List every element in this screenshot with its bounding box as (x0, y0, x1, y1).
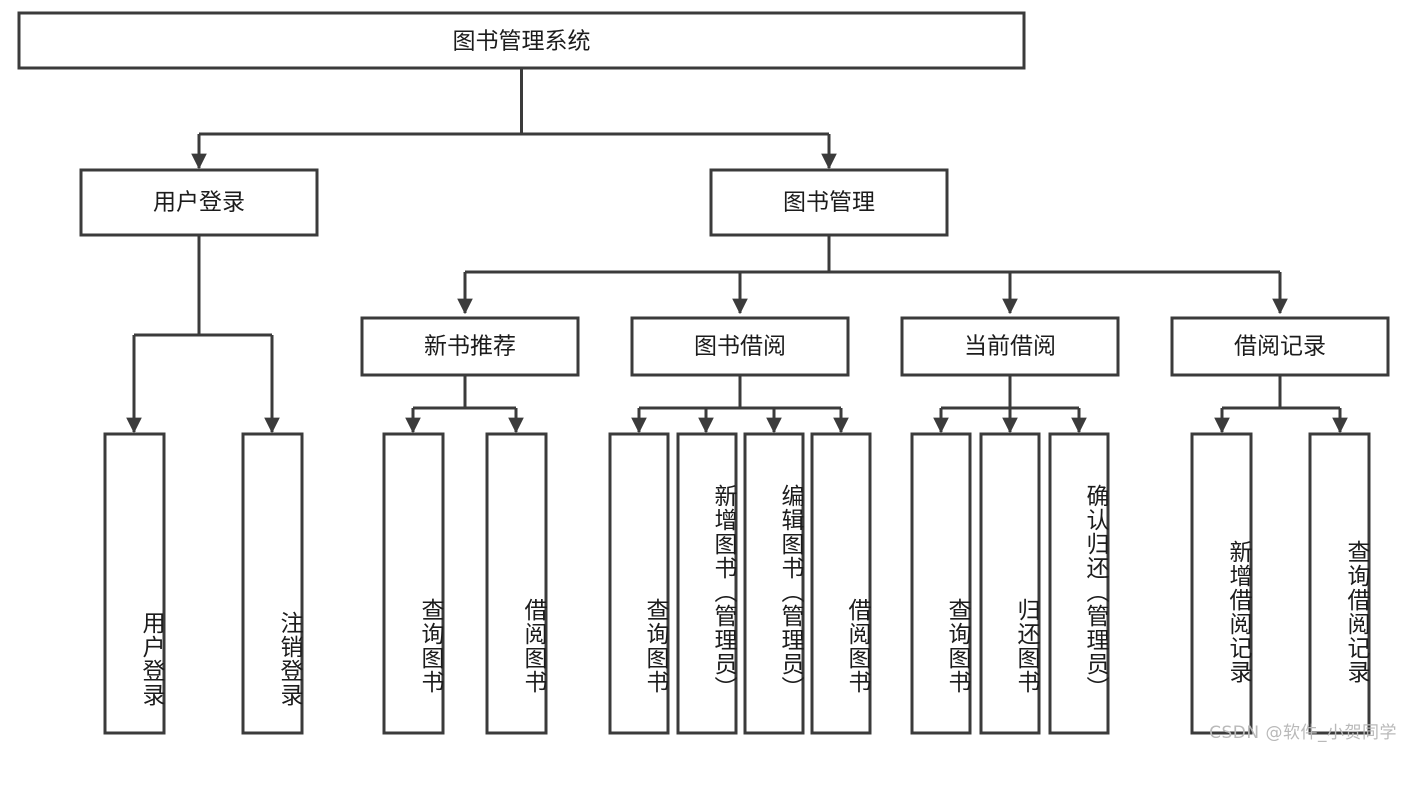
node-borrow-record-label: 借阅记录 (1234, 334, 1326, 360)
connector-bookborrow-leaves (631, 375, 849, 434)
connector-root-bus (191, 68, 837, 170)
leaf-box-book-borrow-0[interactable] (608, 432, 670, 735)
node-root-box[interactable] (17, 11, 1026, 70)
node-root-label: 图书管理系统 (453, 29, 591, 55)
node-current-borrow-label: 当前借阅 (964, 334, 1056, 360)
leaf-box-book-borrow-1[interactable] (676, 432, 738, 735)
connector-newbook-leaves (405, 375, 524, 434)
leaf-box-book-borrow-2[interactable] (743, 432, 805, 735)
node-book-borrow-label: 图书借阅 (694, 334, 786, 360)
node-borrow-record-box[interactable] (1170, 316, 1390, 377)
connector-userlogin-leaves (126, 235, 280, 434)
node-new-book-recommend-label: 新书推荐 (424, 334, 516, 360)
leaf-box-new-book-1[interactable] (485, 432, 548, 735)
leaf-box-user-login-0[interactable] (103, 432, 166, 735)
diagram-canvas: 图书管理系统 用户登录 图书管理 新书推荐 图书借阅 当前借阅 借阅记录 (17, 11, 1397, 743)
leaf-box-current-borrow-0[interactable] (910, 432, 972, 735)
leaf-box-book-borrow-3[interactable] (810, 432, 872, 735)
node-user-login-box[interactable] (79, 168, 319, 237)
leaf-box-borrow-record-0[interactable] (1190, 432, 1253, 735)
node-new-book-recommend-box[interactable] (360, 316, 580, 377)
node-user-login-label: 用户登录 (153, 190, 245, 216)
node-book-borrow-box[interactable] (630, 316, 850, 377)
connector-bookmgmt-bus (457, 235, 1288, 315)
leaf-box-current-borrow-1[interactable] (979, 432, 1041, 735)
node-current-borrow-box[interactable] (900, 316, 1120, 377)
leaf-box-new-book-0[interactable] (382, 432, 445, 735)
node-book-management-label: 图书管理 (783, 190, 875, 216)
leaf-box-current-borrow-2[interactable] (1048, 432, 1110, 735)
watermark-text: CSDN @软件_小贺同学 (1209, 723, 1397, 743)
connector-borrowrecord-leaves (1214, 375, 1348, 434)
tree-diagram-svg: 图书管理系统 用户登录 图书管理 新书推荐 图书借阅 当前借阅 借阅记录 (17, 11, 1390, 735)
connector-currentborrow-leaves (933, 375, 1087, 434)
leaf-box-user-login-1[interactable] (241, 432, 304, 735)
leaf-box-borrow-record-1[interactable] (1308, 432, 1371, 735)
node-book-management-box[interactable] (709, 168, 949, 237)
